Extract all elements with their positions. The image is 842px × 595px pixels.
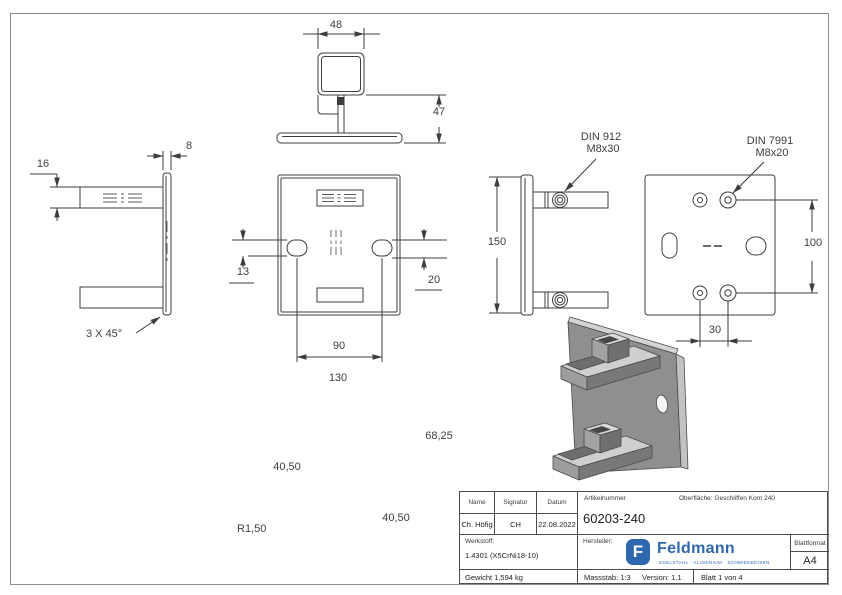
side-view xyxy=(489,158,609,316)
dim-tube-horizontal: 40,50 xyxy=(382,512,410,524)
feldmann-logo-icon: F xyxy=(626,539,650,565)
version-value: Version: 1.1 xyxy=(642,573,682,582)
drawing-frame xyxy=(10,13,829,585)
massstab-cell: Massstab: 1:3 Version: 1.1 xyxy=(578,570,694,584)
dim-slot-spacing: 90 xyxy=(332,340,346,352)
artikelnummer-value: 60203-240 xyxy=(583,511,646,526)
signatur-label: Signatur xyxy=(495,492,537,514)
iso-view xyxy=(552,316,689,481)
artikelnummer-label: Artikelnummer xyxy=(584,495,626,502)
dim-slot-right: 20 xyxy=(427,274,441,286)
dim-slot-left: 13 xyxy=(236,266,250,278)
note-radius: R1,50 xyxy=(237,523,267,535)
gewicht-cell: Gewicht 1,594 kg xyxy=(460,570,578,584)
werkstoff-label: Werkstoff: xyxy=(465,538,495,545)
werkstoff-cell: Werkstoff: 1.4301 (X5CrNi18-10) xyxy=(460,535,578,570)
note-din7991-standard: DIN 7991 xyxy=(746,135,794,147)
name-value: Ch. Höfig xyxy=(460,514,495,535)
left-view xyxy=(30,151,187,334)
blattformat-cell: Blattformat A4 xyxy=(791,535,829,570)
dim-arm-height: 16 xyxy=(36,158,50,170)
datum-value: 22.08.2022 xyxy=(537,514,578,535)
front-view xyxy=(229,174,447,362)
note-chamfer: 3 X 45° xyxy=(86,328,123,340)
signatur-value: CH xyxy=(495,514,537,535)
note-din912-standard: DIN 912 xyxy=(580,131,622,143)
dim-bottom-width: 130 xyxy=(328,372,348,384)
blatt-cell: Blatt 1 von 4 xyxy=(694,570,829,584)
iso-arm-cluster xyxy=(560,332,661,391)
top-view xyxy=(276,28,446,144)
feldmann-logo-tagline: EDELSTAHL · ALUMINIUM · SCHMIEDEEISEN xyxy=(659,560,770,565)
back-view xyxy=(644,161,818,347)
werkstoff-value: 1.4301 (X5CrNi18-10) xyxy=(465,551,539,560)
name-label: Name xyxy=(460,492,495,514)
hersteller-label: Hersteller: xyxy=(583,538,613,545)
dim-top-height: 47 xyxy=(432,106,446,118)
note-din7991-size: M8x20 xyxy=(755,147,789,159)
dim-back-vertical: 100 xyxy=(803,237,823,249)
dim-plate-thickness: 8 xyxy=(186,140,193,152)
blattformat-value: A4 xyxy=(803,555,817,567)
datum-label: Datum xyxy=(537,492,578,514)
blatt-value: Blatt 1 von 4 xyxy=(701,573,743,582)
dim-side-height: 150 xyxy=(487,236,507,248)
feldmann-logo-text: Feldmann xyxy=(657,540,735,557)
gewicht-value: Gewicht 1,594 kg xyxy=(465,573,523,582)
artikelnummer-cell: Artikelnummer Oberfläche: Geschliffen Ko… xyxy=(578,492,829,535)
massstab-value: Massstab: 1:3 xyxy=(584,573,631,582)
hersteller-cell: Hersteller: F Feldmann EDELSTAHL · ALUMI… xyxy=(578,535,791,570)
note-din912-size: M8x30 xyxy=(586,143,620,155)
blattformat-label: Blattformat xyxy=(791,535,829,552)
oberflaeche-label: Oberfläche: Geschliffen Korn 240 xyxy=(679,495,775,502)
dim-tube-vertical: 40,50 xyxy=(273,461,301,473)
dim-bottom-depth: 68,25 xyxy=(425,430,453,442)
dim-back-horizontal: 30 xyxy=(708,324,722,336)
title-block: Name Signatur Datum Ch. Höfig CH 22.08.2… xyxy=(459,491,829,584)
feldmann-logo-letter: F xyxy=(632,542,644,561)
dim-top-width: 48 xyxy=(329,19,343,31)
